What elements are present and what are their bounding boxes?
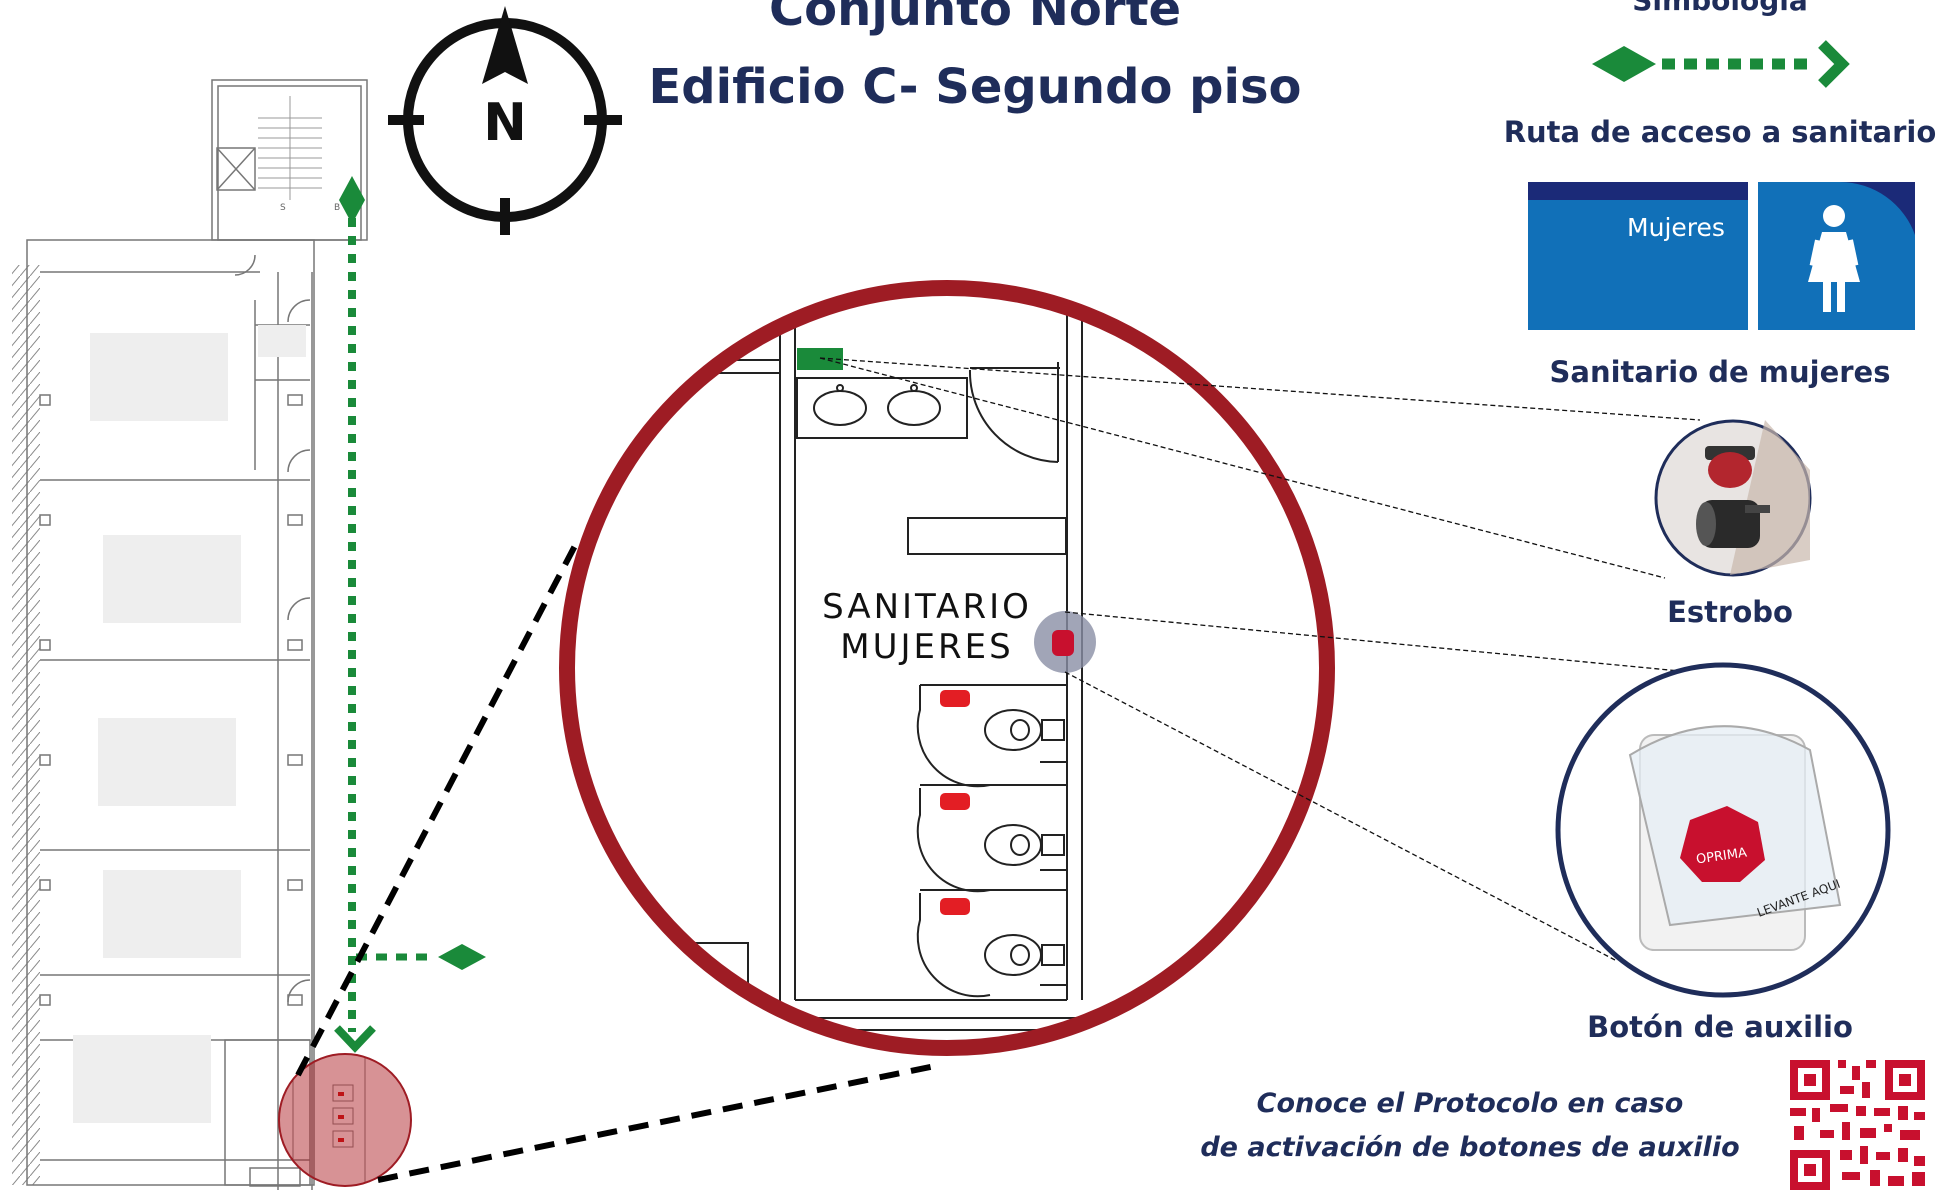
room-furniture [73,325,306,1123]
legend-strobe-label: Estrobo [1667,595,1793,629]
building-outline [26,239,315,1186]
zoom-connector-bottom [377,1062,941,1183]
protocol-text-line1: Conoce el Protocolo en caso [1256,1088,1684,1119]
route-branch-diamond [438,944,486,970]
facade-hatch [12,265,40,1185]
room-label-line1: SANITARIO [822,587,1032,627]
zoom-connector-top [295,538,581,1077]
womens-restroom-sign: Mujeres [1528,182,1915,330]
compass-letter: N [483,93,527,153]
strobe-photo-icon [1654,419,1812,577]
legend-route-symbol [1592,40,1850,88]
stall-strobe-3 [940,898,970,915]
page-title-line2: Edificio C- Segundo piso [648,59,1302,115]
toilet-stall-2 [916,788,1066,893]
stair-mark-s: S [280,203,286,213]
building-plan [12,79,368,1190]
button-cap-text: OPRIMA [1695,846,1748,868]
woman-figure-icon [1808,205,1860,312]
sign-text: Mujeres [1627,213,1725,242]
stair-mark-b: B [334,203,340,213]
compass-north-icon [388,6,622,235]
access-route [334,176,486,1053]
panic-button-photo-icon: OPRIMA LEVANTE AQUI [1555,662,1891,998]
toilet-stall-3 [916,893,1066,998]
elevator-shaft [216,147,256,191]
legend-route-label: Ruta de acceso a sanitario [1503,115,1937,149]
restroom-highlight-circle [278,1053,412,1187]
legend-title: Simbología [1632,0,1808,17]
page-title-line1: Conjunto Norte [768,0,1182,37]
restroom-zoom-detail: SANITARIO MUJERES [559,280,1335,1056]
legend-button-label: Botón de auxilio [1587,1010,1853,1044]
leader-lines [819,357,1701,961]
qr-code-icon [1790,1060,1925,1190]
protocol-text-line2: de activación de botones de auxilio [1200,1132,1740,1163]
toilet-stall-1 [916,684,1066,788]
stair-steps [258,96,322,200]
route-arrowhead [334,1025,376,1053]
route-start-diamond [339,176,365,224]
stall-strobe-2 [940,793,970,810]
stall-strobe-1 [940,690,970,707]
strobe-marker [797,348,843,370]
legend-womens-label: Sanitario de mujeres [1549,355,1891,389]
room-label-line2: MUJERES [840,627,1013,667]
